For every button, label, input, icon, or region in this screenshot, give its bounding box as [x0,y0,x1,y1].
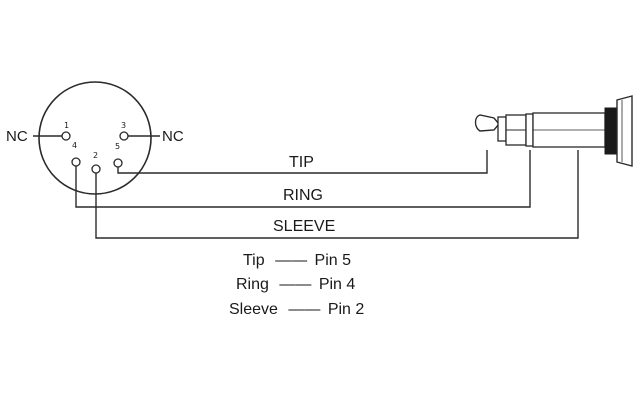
legend-tip-dash: —— [275,252,307,269]
sleeve-wire-label: SLEEVE [273,218,335,235]
ring-wire-label: RING [283,187,323,204]
din-pin-3 [119,131,129,141]
legend-row-sleeve: Sleeve —— Pin 2 [229,301,364,318]
din-pin-4 [71,157,81,167]
legend-row-ring: Ring —— Pin 4 [236,276,355,293]
legend-sleeve-name: Sleeve [229,301,278,318]
legend-ring-pin: Pin 4 [319,276,356,293]
sleeve-wire [95,150,579,239]
din-pin-1-label: 1 [64,121,69,130]
plug-collar [604,107,618,155]
din-pin-4-label: 4 [72,141,77,150]
tip-wire-label: TIP [289,154,314,171]
din-pin-2 [91,164,101,174]
din-pin-2-label: 2 [93,151,98,160]
legend-sleeve-dash: —— [288,301,320,318]
tip-wire [117,150,488,174]
din-pin-1 [61,131,71,141]
legend-tip-pin: Pin 5 [315,252,352,269]
din-connector: 1 3 4 5 2 [38,81,152,195]
legend-ring-dash: —— [279,276,311,293]
plug-insulator-2 [525,113,534,147]
plug-tip [474,114,500,132]
nc-right-label: NC [162,128,184,145]
legend-tip-name: Tip [243,252,265,269]
ring-wire [75,150,531,208]
pin-legend: Tip —— Pin 5 Ring —— Pin 4 Sleeve —— Pin… [229,252,364,318]
plug-body [616,95,633,167]
legend-row-tip: Tip —— Pin 5 [243,252,351,269]
trs-plug [474,95,633,167]
din-pin-3-label: 3 [121,121,126,130]
din-pin-5 [113,158,123,168]
plug-insulator-1 [497,116,507,142]
legend-sleeve-pin: Pin 2 [328,301,365,318]
legend-ring-name: Ring [236,276,269,293]
din-connector-shell [38,81,152,195]
din-pin-5-label: 5 [115,142,120,151]
nc-left-label: NC [6,128,28,145]
